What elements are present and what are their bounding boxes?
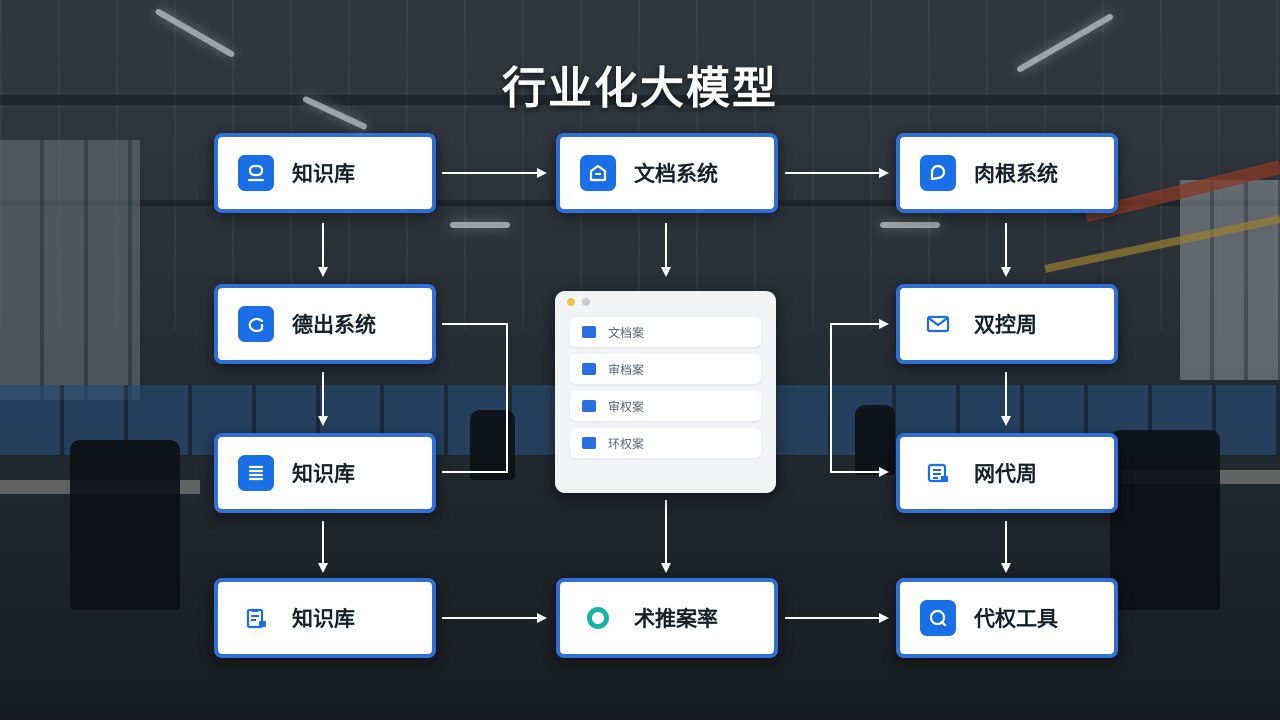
node-label: 肉根系统 bbox=[974, 162, 1058, 186]
panel-row-label: 文档案 bbox=[608, 325, 645, 340]
center-panel: 文档案 审档案 审权案 环权案 bbox=[555, 291, 776, 493]
ceiling-beam bbox=[0, 95, 1280, 105]
panel-row-label: 审档案 bbox=[608, 362, 645, 377]
mail-icon bbox=[920, 306, 956, 342]
office-chair bbox=[1110, 430, 1220, 610]
node-proxy-tool[interactable]: 代权工具 bbox=[896, 578, 1118, 658]
window-dots bbox=[567, 298, 590, 306]
database-icon bbox=[920, 455, 956, 491]
node-label: 知识库 bbox=[292, 607, 355, 631]
document-icon bbox=[582, 400, 596, 412]
node-knowledge-base-2[interactable]: 知识库 bbox=[214, 433, 436, 513]
node-label: 文档系统 bbox=[634, 162, 718, 186]
panel-row[interactable]: 文档案 bbox=[570, 317, 761, 347]
bracket-left bbox=[442, 323, 508, 473]
window-right bbox=[1180, 180, 1280, 380]
panel-row[interactable]: 审档案 bbox=[570, 354, 761, 384]
node-root-system[interactable]: 肉根系统 bbox=[896, 133, 1118, 213]
node-knowledge-base-3[interactable]: 知识库 bbox=[214, 578, 436, 658]
node-knowledge-base-1[interactable]: 知识库 bbox=[214, 133, 436, 213]
page-title: 行业化大模型 bbox=[502, 63, 778, 114]
document-icon bbox=[580, 155, 616, 191]
document-icon bbox=[582, 363, 596, 375]
document-icon bbox=[582, 437, 596, 449]
bracket-right bbox=[830, 323, 887, 473]
window-left bbox=[0, 140, 140, 400]
node-label: 代权工具 bbox=[974, 607, 1058, 631]
node-network-proxy[interactable]: 网代周 bbox=[896, 433, 1118, 513]
node-recommendation-rate[interactable]: 术推案率 bbox=[556, 578, 778, 658]
ceiling-light bbox=[880, 222, 940, 228]
clipboard-icon bbox=[238, 600, 274, 636]
inbox-icon bbox=[238, 155, 274, 191]
node-document-system[interactable]: 文档系统 bbox=[556, 133, 778, 213]
node-dual-control[interactable]: 双控周 bbox=[896, 284, 1118, 364]
node-label: 知识库 bbox=[292, 162, 355, 186]
chat-bubble-icon bbox=[238, 306, 274, 342]
panel-row[interactable]: 审权案 bbox=[570, 391, 761, 421]
node-output-system[interactable]: 德出系统 bbox=[214, 284, 436, 364]
node-label: 德出系统 bbox=[292, 313, 376, 337]
node-label: 知识库 bbox=[292, 462, 355, 486]
window-dot-gray bbox=[582, 298, 590, 306]
panel-row-label: 环权案 bbox=[608, 436, 645, 451]
panel-row[interactable]: 环权案 bbox=[570, 428, 761, 458]
office-chair bbox=[855, 405, 895, 475]
office-chair bbox=[70, 440, 180, 610]
node-label: 双控周 bbox=[974, 313, 1037, 337]
search-bubble-icon bbox=[920, 600, 956, 636]
node-label: 网代周 bbox=[974, 462, 1037, 486]
document-icon bbox=[582, 326, 596, 338]
ceiling-light bbox=[450, 222, 510, 228]
panel-row-label: 审权案 bbox=[608, 399, 645, 414]
list-icon bbox=[238, 455, 274, 491]
chat-bubble-icon bbox=[920, 155, 956, 191]
node-label: 术推案率 bbox=[634, 607, 718, 631]
window-dot-yellow bbox=[567, 298, 575, 306]
ring-icon bbox=[580, 600, 616, 636]
